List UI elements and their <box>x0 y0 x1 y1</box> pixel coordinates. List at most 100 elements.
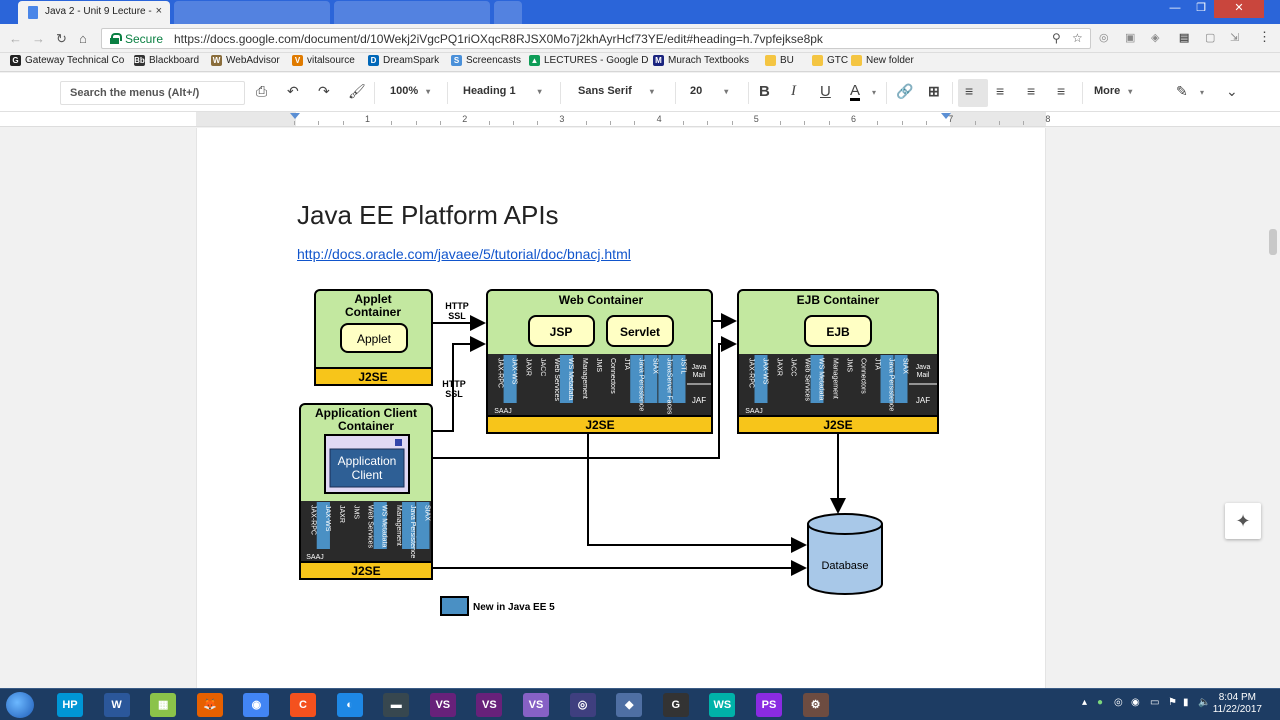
menu-search-input[interactable]: Search the menus (Alt+/) <box>60 81 245 105</box>
editing-mode-icon[interactable]: ✎ <box>1176 83 1188 99</box>
browser-tab-2[interactable] <box>174 1 330 24</box>
taskbar-app-icon[interactable]: W <box>103 693 130 717</box>
url-text[interactable]: https://docs.google.com/document/d/10Wek… <box>174 32 823 46</box>
taskbar-app-icon[interactable]: ▦ <box>150 693 177 717</box>
align-center-icon[interactable]: ≡ <box>996 83 1005 99</box>
docs-favicon-icon <box>28 6 38 19</box>
underline-button[interactable]: U <box>820 83 831 100</box>
tray-sync-icon[interactable]: ◎ <box>1114 697 1123 708</box>
align-left-icon[interactable]: ≡ <box>965 83 974 99</box>
print-icon[interactable]: ⎙ <box>256 83 268 99</box>
tray-expand-icon[interactable]: ▴ <box>1082 697 1088 708</box>
window-close-icon[interactable]: ✕ <box>1214 0 1264 18</box>
chevron-down-icon[interactable]: ▾ <box>872 88 877 97</box>
taskbar-app-icon[interactable]: ◎ <box>569 693 596 717</box>
redo-icon[interactable]: ↷ <box>318 83 330 99</box>
zoom-dropdown[interactable]: 100%▾ <box>390 85 430 97</box>
left-indent-marker[interactable] <box>290 113 300 119</box>
restore-icon[interactable]: ❐ <box>1196 2 1206 14</box>
zoom-search-icon[interactable]: ⚲ <box>1052 31 1061 45</box>
taskbar-app-icon[interactable]: WS <box>709 693 736 717</box>
chevron-down-icon[interactable]: ▾ <box>1200 88 1205 97</box>
tray-flag-icon[interactable]: ⚑ <box>1168 697 1177 708</box>
insert-link-icon[interactable]: 🔗 <box>896 83 914 99</box>
tray-shield-icon[interactable]: ◉ <box>1131 697 1140 708</box>
extension-shield-icon[interactable]: ◈ <box>1151 32 1160 44</box>
right-indent-marker[interactable] <box>941 113 951 119</box>
minimize-icon[interactable]: — <box>1169 2 1181 14</box>
new-tab-button[interactable] <box>494 1 522 24</box>
extension-box-icon[interactable]: ▢ <box>1205 32 1216 44</box>
taskbar-app-icon[interactable]: C <box>290 693 316 717</box>
taskbar-app-icon[interactable]: HP <box>57 693 83 717</box>
taskbar-app-icon[interactable]: ◐ <box>336 693 363 717</box>
align-right-icon[interactable]: ≡ <box>1027 83 1036 99</box>
tray-display-icon[interactable]: ▭ <box>1150 697 1160 708</box>
home-icon[interactable]: ⌂ <box>79 31 87 46</box>
align-justify-icon[interactable]: ≡ <box>1057 83 1066 99</box>
reload-icon[interactable]: ↻ <box>56 31 67 46</box>
taskbar-app-icon[interactable]: ◆ <box>616 693 643 717</box>
taskbar-app-icon[interactable]: VS <box>523 693 549 717</box>
extension-jb-icon[interactable]: ▤ <box>1179 32 1190 44</box>
paint-format-icon[interactable]: 🖌 <box>348 83 366 99</box>
taskbar-app-icon[interactable]: G <box>662 693 689 717</box>
chrome-menu-icon[interactable]: ⋮ <box>1258 29 1271 44</box>
taskbar-app-icon[interactable]: VS <box>429 693 456 717</box>
toolbar-divider <box>748 82 749 104</box>
back-icon[interactable]: ← <box>9 31 22 46</box>
tray-volume-icon[interactable]: 🔈 <box>1198 697 1211 708</box>
document-page[interactable]: Java EE Platform APIs http://docs.oracle… <box>196 128 1046 688</box>
tray-app-icon[interactable]: ● <box>1097 697 1104 708</box>
browser-tab-active[interactable]: Java 2 - Unit 9 Lecture - G × <box>18 1 170 24</box>
docs-toolbar: Search the menus (Alt+/) ⎙ ↶ ↷ 🖌 100%▾ H… <box>0 73 1280 112</box>
scrollbar-thumb[interactable] <box>1269 229 1277 255</box>
collapse-toolbar-icon[interactable]: ⌄ <box>1226 83 1238 99</box>
more-button[interactable]: More▾ <box>1094 85 1132 97</box>
style-dropdown[interactable]: Heading 1▾ <box>463 85 542 97</box>
url-omnibox[interactable]: Secure https://docs.google.com/document/… <box>101 28 1091 49</box>
font-dropdown[interactable]: Sans Serif▾ <box>578 85 654 97</box>
bookmark-item[interactable]: BU <box>765 55 794 66</box>
taskbar-app-icon[interactable]: ▬ <box>383 693 410 717</box>
api-label: Management <box>832 358 839 399</box>
start-button[interactable] <box>6 692 34 718</box>
undo-icon[interactable]: ↶ <box>287 83 299 99</box>
api-column <box>373 502 387 549</box>
taskbar-app-icon[interactable]: ◉ <box>243 693 270 717</box>
tab-close-icon[interactable]: × <box>155 5 162 17</box>
extension-arrow-icon[interactable]: ⇲ <box>1230 32 1240 44</box>
bookmark-item[interactable]: GTC <box>812 55 848 66</box>
taskbar-app-icon[interactable]: VS <box>476 693 503 717</box>
taskbar-clock[interactable]: 8:04 PM 11/22/2017 <box>1213 692 1262 716</box>
tray-network-icon[interactable]: ▮ <box>1183 697 1189 708</box>
extension-cast-icon[interactable]: ▣ <box>1125 32 1136 44</box>
bookmark-item[interactable]: New folder <box>851 55 914 66</box>
taskbar-app-icon[interactable]: PS <box>756 693 782 717</box>
forward-icon[interactable]: → <box>32 31 45 46</box>
vertical-scrollbar[interactable] <box>1266 128 1280 688</box>
taskbar-app-icon[interactable]: ⚙ <box>802 693 829 717</box>
font-size-dropdown[interactable]: 20▾ <box>690 85 728 97</box>
bookmark-star-icon[interactable]: ☆ <box>1072 31 1083 45</box>
explore-button[interactable]: ✦ <box>1225 503 1261 539</box>
italic-button[interactable]: I <box>791 83 796 99</box>
bookmark-item[interactable]: ▲LECTURES - Google D <box>529 55 648 66</box>
api-column <box>531 355 545 403</box>
text-color-button[interactable]: A <box>850 82 861 101</box>
browser-tab-3[interactable] <box>334 1 490 24</box>
extension-skype-icon[interactable]: ◎ <box>1099 32 1109 44</box>
document-link[interactable]: http://docs.oracle.com/javaee/5/tutorial… <box>297 246 631 262</box>
taskbar-app-icon[interactable]: 🦊 <box>196 693 223 717</box>
bold-button[interactable]: B <box>759 83 770 100</box>
document-heading[interactable]: Java EE Platform APIs <box>297 200 559 230</box>
add-comment-icon[interactable]: ⊞ <box>928 83 940 99</box>
api-label: JavaServer Faces <box>665 358 672 415</box>
